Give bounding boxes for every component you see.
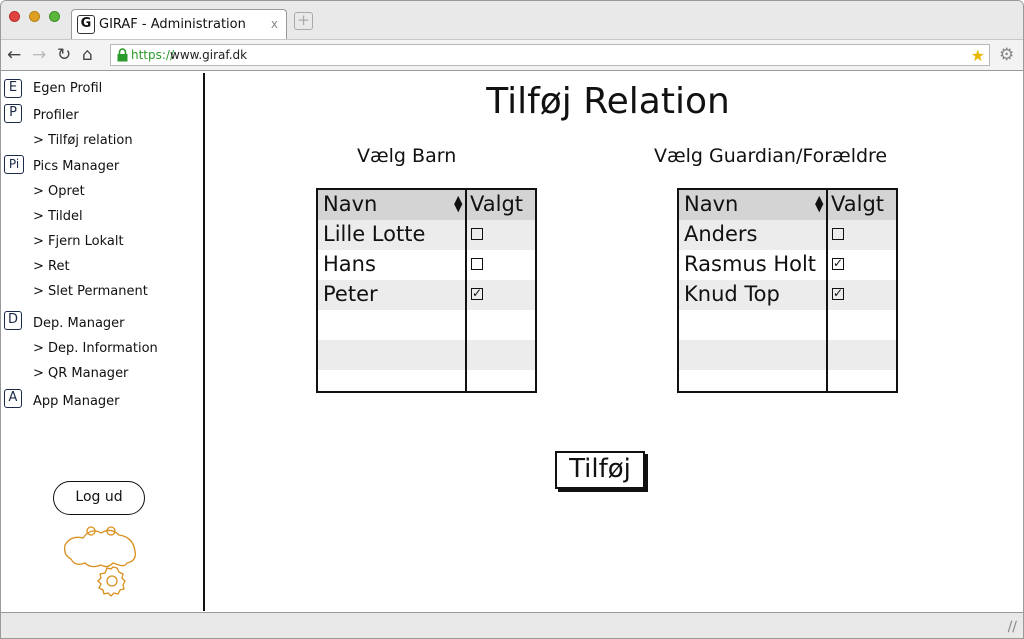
sidebar-subitem-opret[interactable]: > Opret xyxy=(33,184,85,199)
bookmark-star-icon[interactable]: ★ xyxy=(970,46,985,65)
address-bar[interactable]: https:// www.giraf.dk ★ xyxy=(110,44,990,66)
sort-arrows-icon[interactable]: ▲▼ xyxy=(454,193,463,214)
column-header-selected: Valgt xyxy=(470,192,524,216)
sort-arrows-icon[interactable]: ▲▼ xyxy=(815,193,824,214)
guardian-name: Anders xyxy=(684,222,758,246)
reload-icon[interactable]: ↻ xyxy=(57,45,72,65)
sidebar-item-pics-manager[interactable]: Pics Manager xyxy=(33,159,120,174)
sidebar-subitem-fjern-lokalt[interactable]: > Fjern Lokalt xyxy=(33,234,124,249)
column-divider xyxy=(465,190,467,391)
navigation-bar: ← → ↻ ⌂ https:// www.giraf.dk ★ ⚙ xyxy=(1,39,1023,71)
table-row[interactable]: Knud Top ✓ xyxy=(679,280,896,310)
forward-arrow-icon[interactable]: → xyxy=(32,45,47,65)
column-header-selected: Valgt xyxy=(831,192,885,216)
sidebar-item-profiler[interactable]: Profiler xyxy=(33,108,79,123)
pics-letter-icon: Pi xyxy=(4,155,24,174)
browser-tab[interactable]: G GIRAF - Administration x xyxy=(71,9,287,39)
home-icon[interactable]: ⌂ xyxy=(82,45,93,65)
sidebar-subitem-dep-information[interactable]: > Dep. Information xyxy=(33,341,158,356)
close-window-button[interactable] xyxy=(9,11,20,22)
giraf-favicon-icon: G xyxy=(77,15,95,34)
guardians-section-title: Vælg Guardian/Forældre xyxy=(654,145,888,167)
table-row[interactable]: Rasmus Holt ✓ xyxy=(679,250,896,280)
settings-gear-icon[interactable]: ⚙ xyxy=(999,45,1015,65)
children-table: Navn ▲▼ Valgt Lille Lotte Hans Peter ✓ xyxy=(316,188,537,393)
table-header-row: Navn ▲▼ Valgt xyxy=(679,190,896,220)
children-section-title: Vælg Barn xyxy=(357,145,457,167)
profile-letter-icon: E xyxy=(4,79,22,98)
child-checkbox[interactable] xyxy=(471,228,483,240)
add-relation-button[interactable]: Tilføj xyxy=(555,451,645,489)
logout-button[interactable]: Log ud xyxy=(53,481,145,515)
lock-icon xyxy=(117,48,128,62)
empty-table-row xyxy=(318,310,535,340)
table-row[interactable]: Peter ✓ xyxy=(318,280,535,310)
child-name: Hans xyxy=(323,252,376,276)
sidebar-item-app-manager[interactable]: App Manager xyxy=(33,394,120,409)
empty-table-row xyxy=(318,340,535,370)
resize-grip-icon[interactable]: ∕∕ xyxy=(1007,619,1017,635)
child-name: Peter xyxy=(323,282,378,306)
guardians-table: Navn ▲▼ Valgt Anders Rasmus Holt ✓ Knud … xyxy=(677,188,898,393)
tab-close-icon[interactable]: x xyxy=(270,17,278,31)
table-row[interactable]: Anders xyxy=(679,220,896,250)
guardian-checkbox[interactable] xyxy=(832,228,844,240)
new-tab-button[interactable]: + xyxy=(294,12,313,30)
empty-table-row xyxy=(679,310,896,340)
guardian-checkbox-checked[interactable]: ✓ xyxy=(832,256,844,270)
sidebar-subitem-qr-manager[interactable]: > QR Manager xyxy=(33,366,129,381)
profiles-letter-icon: P xyxy=(4,104,22,123)
url-scheme: https:// xyxy=(131,48,175,62)
column-header-name[interactable]: Navn xyxy=(323,192,378,216)
sidebar-subitem-tilfoej-relation[interactable]: > Tilføj relation xyxy=(33,133,133,148)
child-checkbox[interactable] xyxy=(471,258,483,270)
table-header-row: Navn ▲▼ Valgt xyxy=(318,190,535,220)
department-letter-icon: D xyxy=(4,311,22,330)
sidebar-item-dep-manager[interactable]: Dep. Manager xyxy=(33,316,125,331)
title-bar: G GIRAF - Administration x + xyxy=(1,1,1023,39)
table-row[interactable]: Hans xyxy=(318,250,535,280)
maximize-window-button[interactable] xyxy=(49,11,60,22)
status-bar: ∕∕ xyxy=(1,612,1023,638)
tab-title: GIRAF - Administration xyxy=(99,17,246,32)
giraf-logo-icon xyxy=(63,526,136,597)
sidebar: E Egen Profil P Profiler > Tilføj relati… xyxy=(1,71,204,612)
column-header-name[interactable]: Navn xyxy=(684,192,739,216)
minimize-window-button[interactable] xyxy=(29,11,40,22)
table-row[interactable]: Lille Lotte xyxy=(318,220,535,250)
empty-table-row xyxy=(679,340,896,370)
sidebar-divider xyxy=(203,73,205,611)
sidebar-subitem-ret[interactable]: > Ret xyxy=(33,259,70,274)
sidebar-subitem-tildel[interactable]: > Tildel xyxy=(33,209,83,224)
guardian-name: Rasmus Holt xyxy=(684,252,817,276)
sidebar-subitem-slet-permanent[interactable]: > Slet Permanent xyxy=(33,284,148,299)
child-checkbox-checked[interactable]: ✓ xyxy=(471,286,483,300)
child-name: Lille Lotte xyxy=(323,222,426,246)
page-title: Tilføj Relation xyxy=(486,81,730,122)
back-arrow-icon[interactable]: ← xyxy=(7,45,22,65)
url-host: www.giraf.dk xyxy=(170,48,248,62)
guardian-name: Knud Top xyxy=(684,282,780,306)
guardian-checkbox-checked[interactable]: ✓ xyxy=(832,286,844,300)
column-divider xyxy=(826,190,828,391)
sidebar-item-egen-profil[interactable]: Egen Profil xyxy=(33,81,103,96)
app-letter-icon: A xyxy=(4,389,22,408)
